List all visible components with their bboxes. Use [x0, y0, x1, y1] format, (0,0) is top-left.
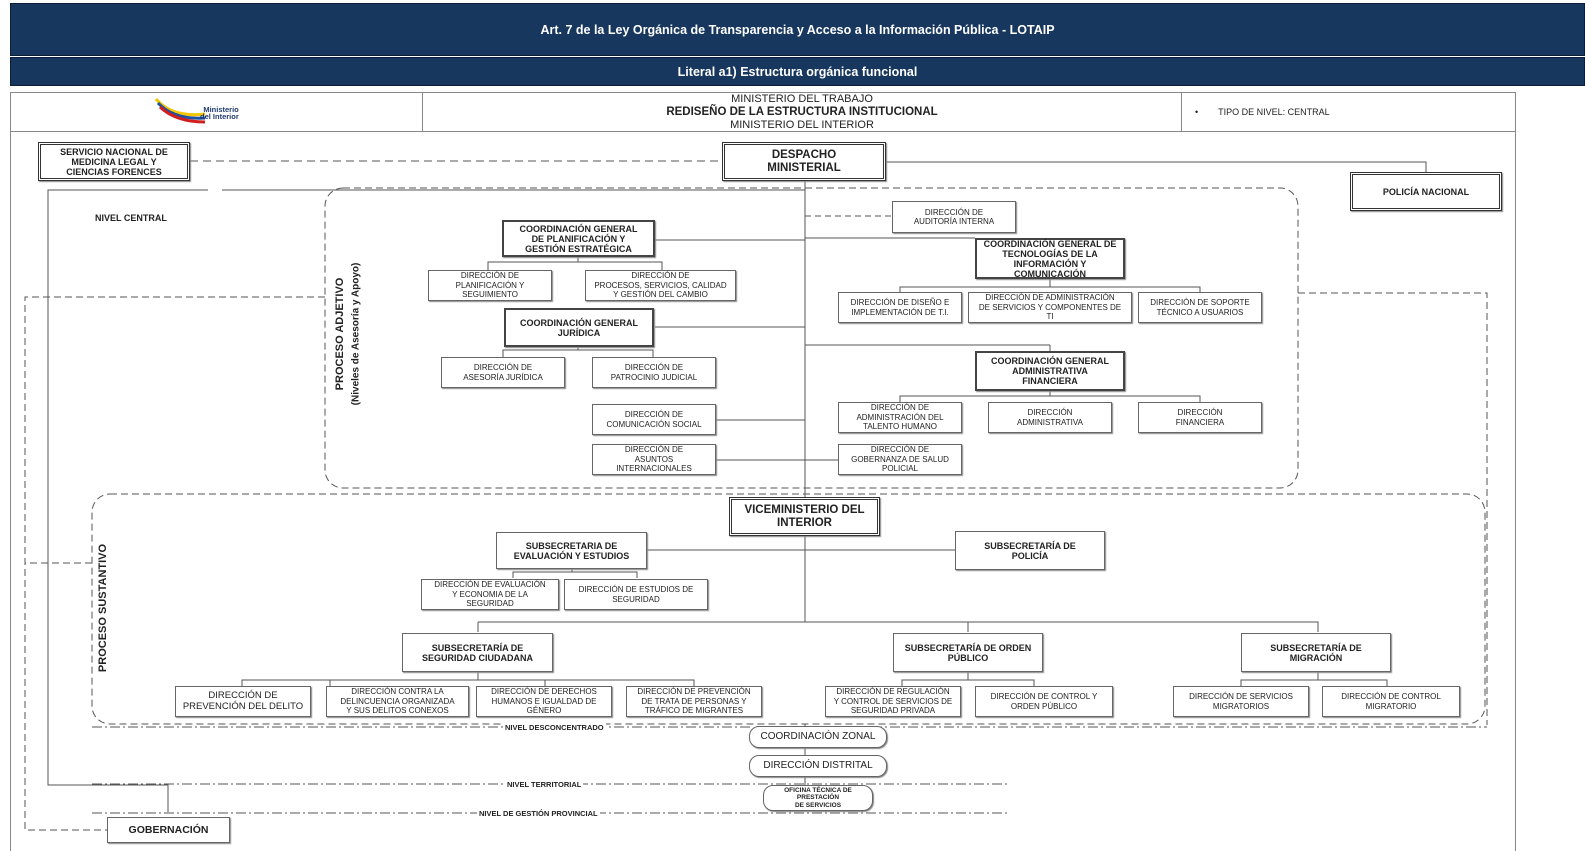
label-nivel-territorial: NIVEL TERRITORIAL: [505, 780, 584, 789]
unit-cg-administrativa: COORDINACIÓN GENERAL ADMINISTRATIVA FINA…: [975, 351, 1125, 391]
unit-ss-migracion: SUBSECRETARÍA DE MIGRACIÓN: [1241, 633, 1391, 672]
unit-d-asuntos: DIRECCIÓN DE ASUNTOS INTERNACIONALES: [592, 444, 716, 475]
unit-cg-tic: COORDINACIÓN GENERAL DE TECNOLOGÍAS DE L…: [975, 238, 1125, 279]
unit-d-comunicacion: DIRECCIÓN DE COMUNICACIÓN SOCIAL: [592, 404, 716, 435]
unit-d-control-orden: DIRECCIÓN DE CONTROL Y ORDEN PÚBLICO: [975, 686, 1113, 717]
unit-d-delincuencia: DIRECCIÓN CONTRA LA DELINCUENCIA ORGANIZ…: [326, 686, 469, 717]
unit-coordinacion-zonal: COORDINACIÓN ZONAL: [749, 726, 887, 748]
unit-d-regulacion: DIRECCIÓN DE REGULACIÓN Y CONTROL DE SER…: [825, 686, 961, 717]
section-subtitle: Literal a1) Estructura orgánica funciona…: [677, 64, 918, 79]
unit-d-soporte: DIRECCIÓN DE SOPORTE TÉCNICO A USUARIOS: [1138, 292, 1262, 323]
unit-d-diseno: DIRECCIÓN DE DISEÑO E IMPLEMENTACIÓN DE …: [838, 292, 962, 323]
section-subtitle-banner: Literal a1) Estructura orgánica funciona…: [10, 57, 1585, 86]
unit-cg-planificacion: COORDINACIÓN GENERAL DE PLANIFICACIÓN Y …: [502, 220, 655, 257]
unit-d-talento: DIRECCIÓN DE ADMINISTRACIÓN DEL TALENTO …: [838, 402, 962, 433]
unit-gobernacion: GOBERNACIÓN: [107, 817, 230, 843]
unit-auditoria-interna: DIRECCIÓN DE AUDITORÍA INTERNA: [892, 201, 1016, 233]
unit-ss-policia: SUBSECRETARÍA DE POLICÍA: [955, 531, 1105, 570]
header-line-institution: MINISTERIO DEL INTERIOR: [730, 118, 874, 131]
header-line-redesign: REDISEÑO DE LA ESTRUCTURA INSTITUCIONAL: [666, 105, 938, 118]
unit-d-asesoria: DIRECCIÓN DE ASESORÍA JURÍDICA: [441, 357, 565, 388]
unit-cg-juridica: COORDINACIÓN GENERAL JURÍDICA: [504, 308, 654, 347]
unit-direccion-distrital: DIRECCIÓN DISTRITAL: [749, 755, 887, 777]
unit-d-trata: DIRECCIÓN DE PREVENCIÓN DE TRATA DE PERS…: [626, 686, 762, 717]
unit-d-gobernanza: DIRECCIÓN DE GOBERNANZA DE SALUD POLICIA…: [838, 444, 962, 475]
label-proceso-adjetivo-sub: (Niveles de Asesoría y Apoyo): [350, 262, 362, 406]
unit-d-administrativa: DIRECCIÓN ADMINISTRATIVA: [988, 402, 1112, 433]
unit-senaml: SERVICIO NACIONAL DE MEDICINA LEGAL Y CI…: [38, 142, 190, 181]
chart-header-title: MINISTERIO DEL TRABAJO REDISEÑO DE LA ES…: [423, 92, 1181, 132]
unit-d-prevencion: DIRECCIÓN DE PREVENCIÓN DEL DELITO: [175, 686, 311, 717]
label-nivel-central: NIVEL CENTRAL: [95, 213, 167, 223]
nivel-type-label: TIPO DE NIVEL: CENTRAL: [1218, 107, 1330, 117]
unit-d-servicios-migratorios: DIRECCIÓN DE SERVICIOS MIGRATORIOS: [1173, 686, 1309, 717]
ministerio-logo-icon: [154, 97, 206, 124]
label-nivel-desconcentrado: NIVEL DESCONCENTRADO: [503, 723, 606, 732]
logo-text: Ministerio del Interior: [200, 104, 239, 121]
unit-policia-nacional: POLICÍA NACIONAL: [1350, 172, 1502, 211]
unit-ss-orden: SUBSECRETARÍA DE ORDEN PÚBLICO: [893, 633, 1043, 672]
unit-d-procesos: DIRECCIÓN DE PROCESOS, SERVICIOS, CALIDA…: [585, 270, 736, 301]
unit-d-estudios: DIRECCIÓN DE ESTUDIOS DE SEGURIDAD: [564, 579, 708, 610]
unit-ss-evaluacion: SUBSECRETARIA DE EVALUACIÓN Y ESTUDIOS: [496, 532, 647, 569]
unit-d-financiera: DIRECCIÓN FINANCIERA: [1138, 402, 1262, 433]
label-proceso-sustantivo: PROCESO SUSTANTIVO: [97, 543, 109, 673]
page-title-banner: Art. 7 de la Ley Orgánica de Transparenc…: [10, 3, 1585, 56]
page-title: Art. 7 de la Ley Orgánica de Transparenc…: [540, 22, 1055, 37]
unit-despacho-ministerial: DESPACHO MINISTERIAL: [722, 142, 886, 181]
logo: Ministerio del Interior: [200, 100, 270, 126]
unit-d-derechos: DIRECCIÓN DE DERECHOS HUMANOS E IGUALDAD…: [476, 686, 612, 717]
unit-d-patrocinio: DIRECCIÓN DE PATROCINIO JUDICIAL: [592, 357, 716, 388]
unit-d-planificacion: DIRECCIÓN DE PLANIFICACIÓN Y SEGUIMIENTO: [428, 270, 552, 301]
unit-d-admin-servicios: DIRECCIÓN DE ADMINISTRACIÓN DE SERVICIOS…: [968, 292, 1132, 323]
nivel-type: • TIPO DE NIVEL: CENTRAL: [1195, 100, 1395, 124]
unit-d-control-migratorio: DIRECCIÓN DE CONTROL MIGRATORIO: [1322, 686, 1460, 717]
bullet-icon: •: [1195, 107, 1199, 117]
label-nivel-gestion-provincial: NIVEL DE GESTIÓN PROVINCIAL: [477, 809, 600, 818]
unit-viceministerio: VICEMINISTERIO DEL INTERIOR: [729, 497, 880, 536]
header-line-ministry: MINISTERIO DEL TRABAJO: [731, 92, 873, 105]
unit-ss-seguridad: SUBSECRETARÍA DE SEGURIDAD CIUDADANA: [402, 633, 553, 672]
unit-d-evaluacion: DIRECCIÓN DE EVALUACIÓN Y ECONOMIA DE LA…: [421, 579, 559, 610]
label-proceso-adjetivo: PROCESO ADJETIVO: [334, 277, 346, 391]
unit-oficina-tecnica: OFICINA TÉCNICA DE PRESTACIÓN DE SERVICI…: [763, 785, 873, 811]
